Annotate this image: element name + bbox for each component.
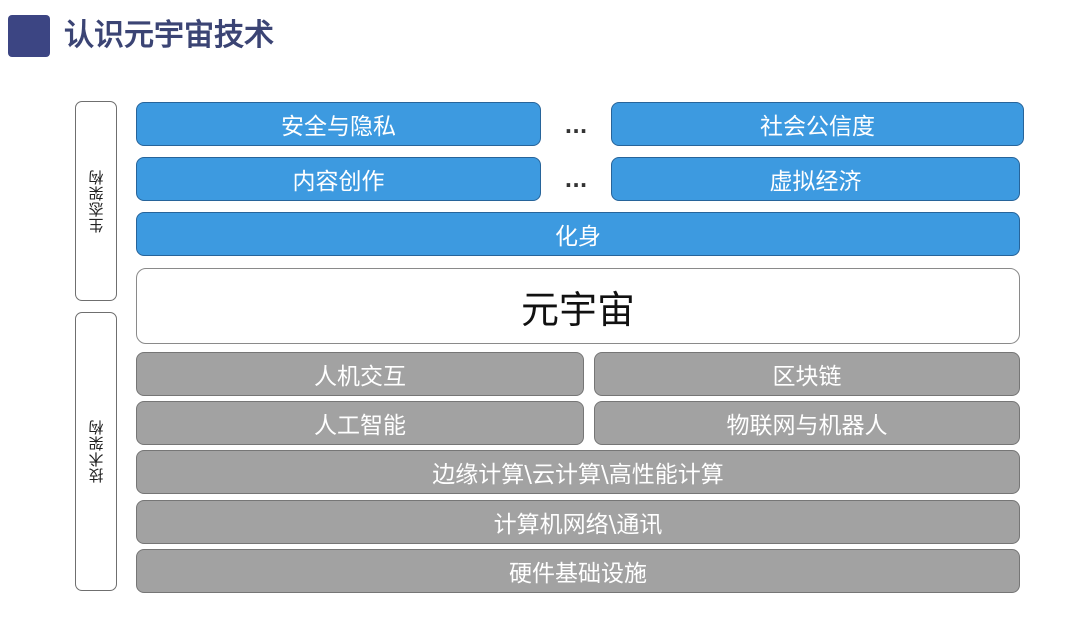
hci-block: 人机交互 — [136, 352, 584, 396]
title-marker — [8, 15, 50, 57]
virtual-economy-block: 虚拟经济 — [611, 157, 1020, 201]
computing-block: 边缘计算\云计算\高性能计算 — [136, 450, 1020, 494]
avatar-block: 化身 — [136, 212, 1020, 256]
social-credibility-block: 社会公信度 — [611, 102, 1024, 146]
page-title: 认识元宇宙技术 — [64, 18, 274, 53]
metaverse-core-block: 元宇宙 — [136, 268, 1020, 344]
security-privacy-block: 安全与隐私 — [136, 102, 541, 146]
ecosystem-side-box: 生态架构 — [75, 101, 117, 301]
technology-side-label: 技术架构 — [87, 419, 106, 484]
network-block: 计算机网络\通讯 — [136, 500, 1020, 544]
ellipsis-row2: ... — [564, 168, 588, 192]
ai-block: 人工智能 — [136, 401, 584, 445]
content-creation-block: 内容创作 — [136, 157, 541, 201]
ecosystem-side-label: 生态架构 — [87, 169, 106, 233]
iot-robotics-block: 物联网与机器人 — [594, 401, 1020, 445]
technology-side-box: 技术架构 — [75, 312, 117, 591]
infrastructure-block: 硬件基础设施 — [136, 549, 1020, 593]
ellipsis-row1: ... — [564, 114, 588, 138]
blockchain-block: 区块链 — [594, 352, 1020, 396]
